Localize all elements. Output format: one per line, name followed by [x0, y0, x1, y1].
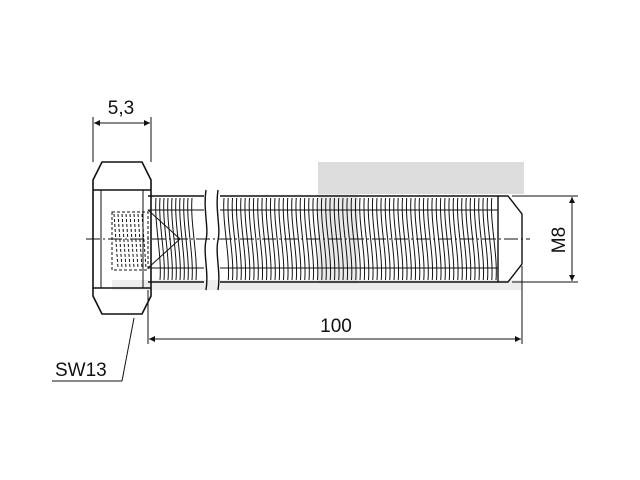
bolt-head — [92, 161, 152, 315]
thread-label: M8 — [549, 227, 570, 253]
bore-thread-turn — [113, 213, 123, 269]
head-bore — [111, 211, 149, 271]
dimension-length — [147, 266, 523, 344]
bore-thread-turn — [121, 213, 131, 269]
thread-turn — [231, 197, 242, 281]
length-label: 100 — [320, 316, 352, 337]
dimension-thread — [512, 195, 578, 283]
leader-wrench-size — [52, 317, 135, 382]
wrench-size-label: SW13 — [55, 360, 107, 381]
head-height-label: 5,3 — [108, 98, 134, 119]
thread-turn — [187, 197, 197, 281]
thread-turn — [384, 197, 395, 281]
break-lines — [204, 189, 220, 291]
bore-thread-turn — [137, 213, 147, 269]
thread-turn — [274, 197, 285, 281]
dimension-head-height — [92, 117, 152, 162]
bore-thread-turn — [129, 213, 139, 269]
